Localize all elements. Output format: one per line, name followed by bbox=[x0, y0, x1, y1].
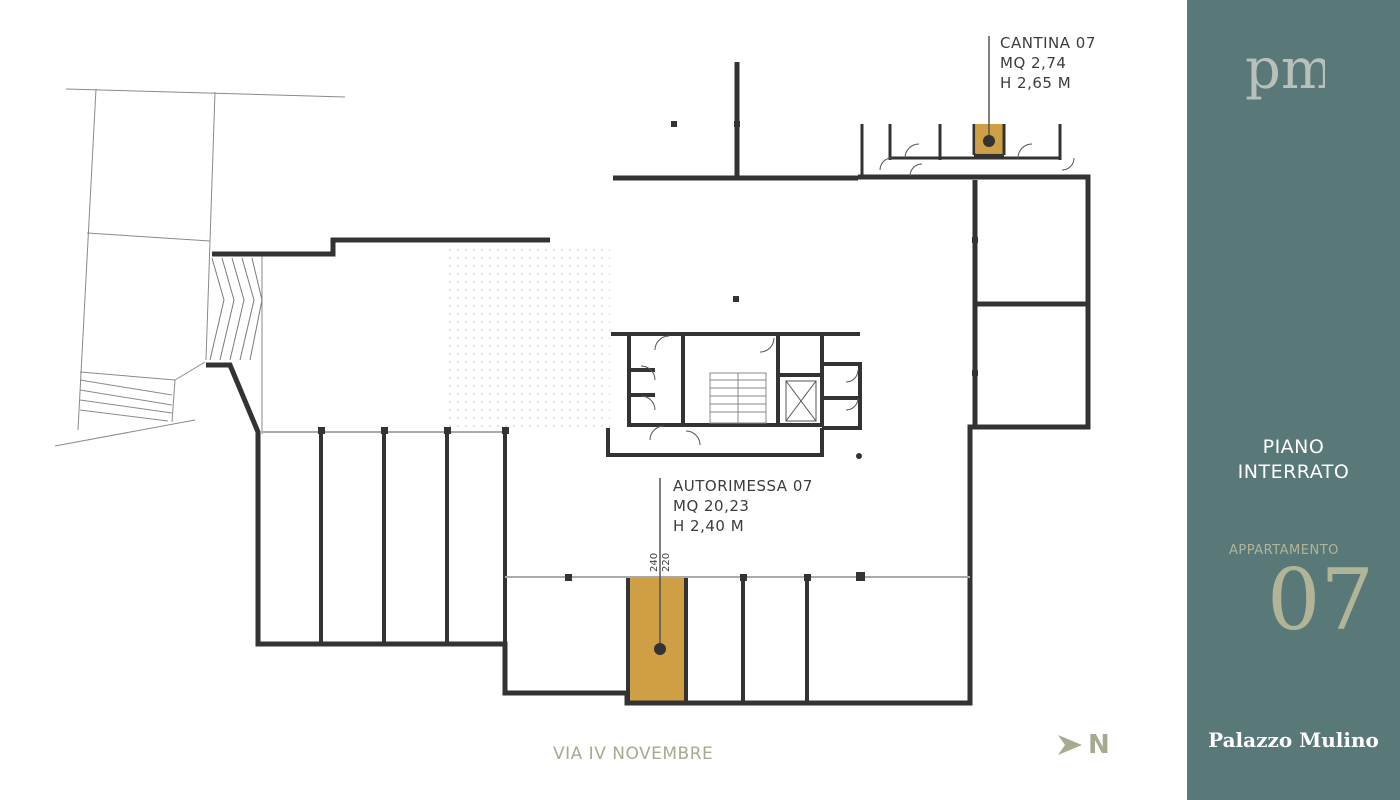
cantina-area: MQ 2,74 bbox=[1000, 54, 1067, 72]
north-letter: N bbox=[1088, 730, 1110, 760]
column-round bbox=[856, 453, 862, 459]
autorimessa-marker bbox=[654, 643, 666, 655]
core-doors bbox=[640, 335, 859, 446]
cantina-marker bbox=[983, 135, 995, 147]
autorimessa-title: AUTORIMESSA 07 bbox=[673, 477, 813, 495]
plan-level-line1: PIANO bbox=[1262, 436, 1325, 458]
north-indicator: N bbox=[1056, 730, 1110, 760]
ramp-stairs bbox=[209, 257, 263, 361]
autorimessa-area: MQ 20,23 bbox=[673, 497, 750, 515]
ramp-hatched-area bbox=[445, 243, 610, 428]
garage-07-highlight bbox=[630, 578, 685, 702]
parking-bays-left bbox=[319, 430, 507, 644]
sidebar: pm PIANO INTERRATO APPARTAMENTO 07 Palaz… bbox=[1187, 0, 1400, 800]
floor-plan-area: 240 220 CANTINA 07 MQ 2,74 H 2,65 M AUTO… bbox=[54, 33, 1110, 764]
autorimessa-label: AUTORIMESSA 07 MQ 20,23 H 2,40 M bbox=[673, 476, 813, 536]
cantina-title: CANTINA 07 bbox=[1000, 34, 1096, 52]
parking-bays-bottom bbox=[503, 577, 809, 703]
logo-text: pm bbox=[1245, 44, 1325, 102]
north-arrow-icon bbox=[1058, 735, 1082, 755]
dimension-label-220: 220 bbox=[661, 553, 672, 572]
apartment-label: APPARTAMENTO bbox=[1229, 543, 1339, 558]
pm-monogram-icon: pm bbox=[1245, 44, 1325, 102]
dimension-label-240: 240 bbox=[649, 553, 660, 572]
structural-columns bbox=[318, 121, 978, 581]
brand-name: Palazzo Mulino bbox=[1208, 728, 1379, 752]
street-label: VIA IV NOVEMBRE bbox=[553, 744, 714, 764]
cantina-label: CANTINA 07 MQ 2,74 H 2,65 M bbox=[1000, 33, 1096, 93]
floor-plan-drawing: 240 220 bbox=[54, 36, 1091, 706]
cantina-height: H 2,65 M bbox=[1000, 74, 1072, 92]
plan-level-title: PIANO INTERRATO bbox=[1187, 435, 1400, 485]
central-core-walls bbox=[606, 332, 862, 457]
plan-level-line2: INTERRATO bbox=[1237, 461, 1350, 483]
elevator-shaft bbox=[785, 380, 817, 422]
cellar-partitions bbox=[860, 124, 1062, 177]
apartment-number: 07 bbox=[1267, 551, 1374, 649]
cellar-doors bbox=[879, 143, 1075, 177]
core-stairs bbox=[709, 372, 767, 424]
autorimessa-height: H 2,40 M bbox=[673, 517, 745, 535]
neighbour-building-outline bbox=[54, 88, 346, 447]
